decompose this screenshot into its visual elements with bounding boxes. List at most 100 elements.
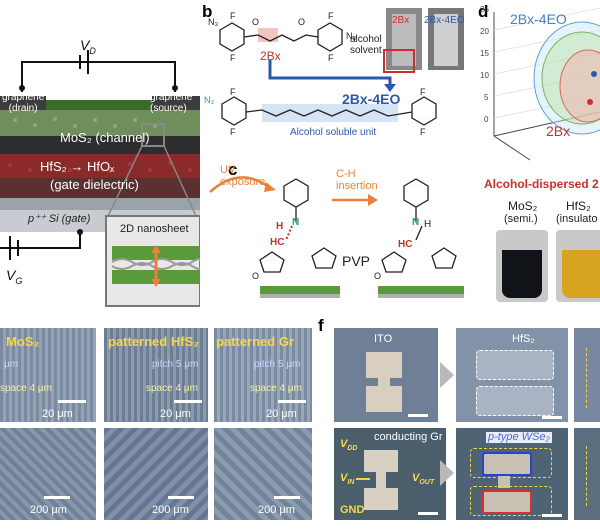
hfs2-vial-type: (insulato: [556, 213, 598, 225]
ito-pad-bottom: [366, 386, 402, 412]
pvp-label: PVP: [342, 253, 371, 269]
gr-space: space 4 μm: [250, 383, 302, 394]
atom-f-8: F: [420, 127, 426, 137]
device-partial-top: [574, 328, 600, 422]
panel-a: VD graphene(drain) graphene(source) MoS₂…: [0, 0, 200, 312]
atom-h-right: H: [424, 219, 432, 230]
legend-2bx: 2Bx: [546, 123, 571, 139]
hfs2-scale-label: 20 μm: [160, 408, 191, 420]
vin-arrow: [356, 478, 370, 480]
hfs2-device-title: HfS₂: [512, 333, 535, 345]
z-tick-5: 5: [484, 93, 489, 102]
micrograph-hfs2-200um: 200 μm: [104, 428, 208, 520]
wse2-neck: [498, 476, 510, 488]
arrow-1: [440, 362, 454, 388]
gr-scale-label: 20 μm: [266, 408, 297, 420]
conducting-gr-title: conducting Gr: [374, 431, 443, 443]
wse2-title: p-type WSe₂: [486, 431, 552, 443]
graphene-drain-label: graphene(drain): [2, 92, 45, 114]
atom-o-2: O: [298, 17, 306, 27]
atom-f-5: F: [230, 87, 236, 97]
channel-label: MoS₂ (channel): [60, 130, 150, 145]
panel-letter-d: d: [478, 2, 489, 21]
panel-letter-c: c: [228, 160, 238, 179]
gr-200-scalebar: [274, 496, 300, 499]
dielectric-label-2: (gate dielectric): [50, 177, 139, 192]
panel-letter-b: b: [202, 2, 213, 21]
mos2-vial-type: (semi.): [504, 213, 538, 225]
label-2bx-4eo: 2Bx-4EO: [342, 91, 401, 107]
wse2-red-box: [482, 490, 532, 514]
panel-e: MoS₂ μm space 4 μm 20 μm patterned HfS₂ …: [0, 318, 312, 530]
micrograph-gr-20um: patterned Gr pitch 5 μm space 4 μm 20 μm: [214, 328, 312, 422]
wse2-blue-box: [482, 452, 532, 476]
dielectric-label-1: HfS₂ → HfOₓ: [40, 159, 115, 174]
device-hfs2: HfS₂: [456, 328, 568, 422]
atom-f-7: F: [420, 87, 426, 97]
atom-f-3: F: [328, 11, 334, 21]
atom-n-right: N: [412, 217, 420, 228]
gr-pitch: pitch 5 μm: [254, 359, 301, 370]
mos2-vial: [496, 230, 548, 302]
hfs2-device-scalebar: [542, 416, 562, 419]
chemical-structure-2bx: [219, 8, 464, 126]
atom-hc-left: HC: [270, 237, 285, 248]
substrate-label: p⁺⁺ Si (gate): [28, 213, 91, 225]
gr-200-scale-label: 200 μm: [258, 504, 295, 516]
atom-o-1: O: [252, 17, 260, 27]
atom-n3-top-right: N₃: [346, 31, 357, 41]
atom-h-left: H: [276, 221, 284, 232]
vd-label: VD: [80, 37, 96, 56]
wse2-scalebar: [542, 514, 562, 517]
legend-2bx-4eo: 2Bx-4EO: [510, 11, 567, 27]
vdd-label: VDD: [340, 438, 358, 453]
gr-pad-top: [364, 450, 398, 472]
patterned-hfs2-title: patterned HfS₂: [108, 334, 200, 349]
hfs2-pitch: pitch 5 μm: [152, 359, 199, 370]
micrograph-hfs2-20um: patterned HfS₂ pitch 5 μm space 4 μm 20 …: [104, 328, 208, 422]
ito-title: ITO: [374, 333, 393, 345]
mos2-pitch: μm: [4, 359, 19, 370]
mos2-scale-label: 20 μm: [42, 408, 73, 420]
vin-label: VIN: [340, 472, 355, 487]
patterned-gr-title: patterned Gr: [216, 334, 295, 349]
mos2-scalebar: [58, 400, 86, 403]
gr-neck: [376, 472, 386, 488]
gr-scalebar: [278, 400, 306, 403]
device-wse2: p-type WSe₂: [456, 428, 568, 520]
vg-label: VG: [6, 267, 23, 286]
hfs2-space: space 4 μm: [146, 383, 198, 394]
hfs2-200-scalebar: [168, 496, 194, 499]
atom-hc-right: HC: [398, 239, 413, 250]
gr-device-scalebar: [418, 512, 438, 515]
hfs2-pad-bottom: [476, 386, 554, 416]
mos2-200-scalebar: [44, 496, 70, 499]
device-ito: ITO: [334, 328, 438, 422]
arrow-2: [440, 460, 454, 486]
micrograph-mos2-200um: 200 μm: [0, 428, 96, 520]
panel-b: N₃ F F O O F F N₃ 2Bx 2Bx-4EO N₃ F F F F…: [200, 0, 470, 160]
hfs2-vial: [556, 230, 600, 302]
mos2-space: space 4 μm: [0, 383, 52, 394]
mos2-200-scale-label: 200 μm: [30, 504, 67, 516]
atom-n3-green: N₃: [204, 95, 215, 105]
vout-label: VOUT: [412, 472, 435, 487]
wse2-pad-bottom-outline: [470, 486, 552, 516]
micrograph-gr-200um: 200 μm: [214, 428, 312, 520]
gr-pad-bottom: [364, 488, 398, 510]
ito-neck: [378, 378, 390, 386]
label-2bx: 2Bx: [260, 49, 281, 63]
atom-o-c2: O: [374, 271, 382, 281]
graphene-source-label: graphene(source): [150, 92, 193, 114]
mos2-title: MoS₂: [6, 334, 40, 349]
z-tick-10: 10: [480, 71, 489, 80]
ito-scalebar: [408, 414, 428, 417]
device-schematic: [0, 50, 200, 307]
hfs2-scalebar: [174, 400, 202, 403]
device-partial-bottom: [574, 428, 600, 520]
ito-pad-top: [366, 352, 402, 378]
